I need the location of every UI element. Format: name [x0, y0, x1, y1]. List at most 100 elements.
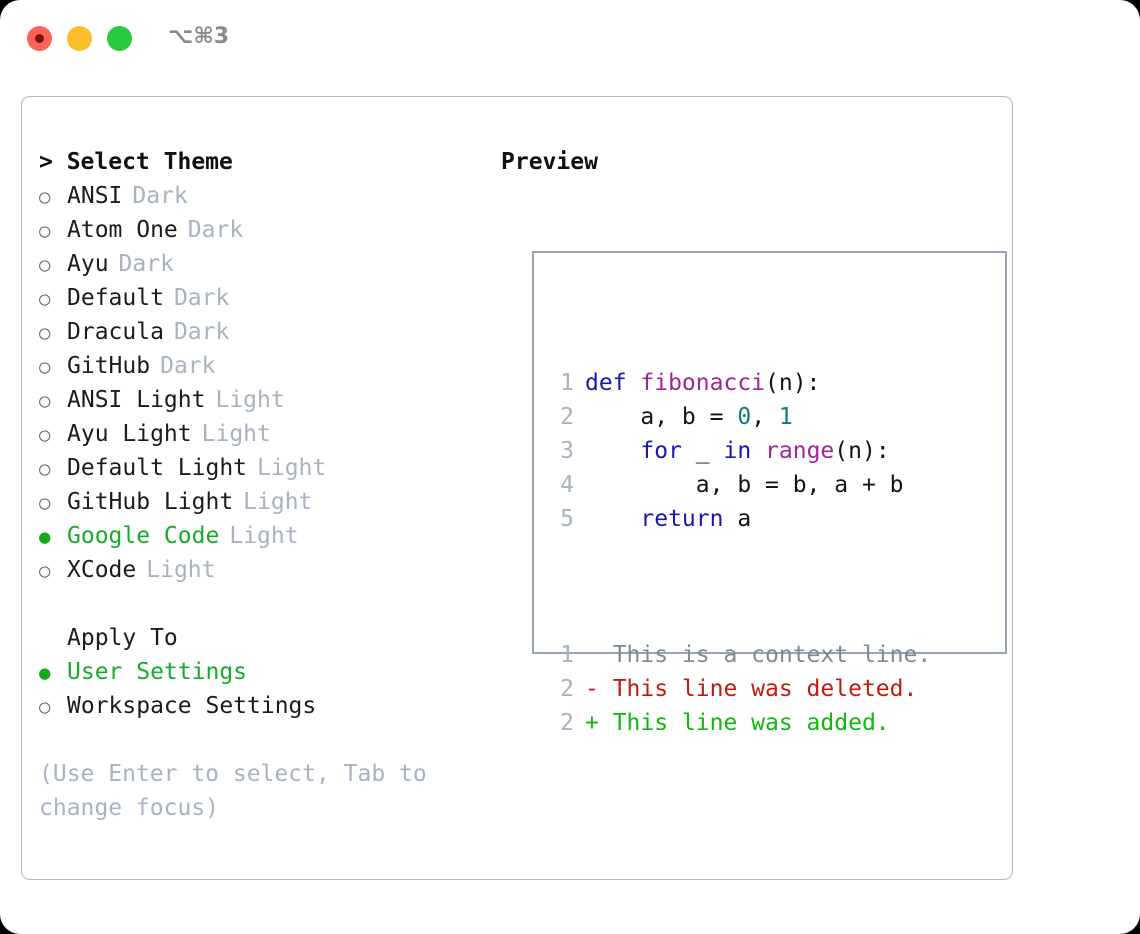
maximize-button[interactable] — [107, 26, 132, 51]
radio-unselected-icon: ○ — [39, 696, 51, 718]
diff-line-text-ctx: This is a context line. — [585, 642, 932, 668]
traffic-lights — [27, 26, 132, 51]
code-line-text: a, b = b, a + b — [585, 468, 904, 502]
radio-unselected-icon: ○ — [39, 356, 51, 378]
preview-title: Preview — [501, 149, 598, 175]
code-token-kw: return — [640, 506, 724, 532]
theme-kind-label: Dark — [132, 183, 188, 209]
minimize-button[interactable] — [67, 26, 92, 51]
code-token-fn: range — [765, 438, 835, 464]
theme-name: Ayu — [67, 251, 109, 277]
radio-selected-icon: ● — [39, 662, 51, 684]
code-token-kw: def — [585, 370, 641, 396]
theme-list-item[interactable]: ● Google Code Light — [39, 519, 479, 553]
code-token-plain: a — [723, 506, 752, 532]
code-token-plain: (n): — [765, 370, 821, 396]
radio-unselected-icon: ○ — [39, 220, 51, 242]
apply-to-header: Apply To — [67, 625, 178, 651]
theme-list-item[interactable]: ○ GitHub Dark — [39, 349, 479, 383]
radio-unselected-icon: ○ — [39, 458, 51, 480]
theme-list-item[interactable]: ○ ANSI Light Light — [39, 383, 479, 417]
theme-list-item[interactable]: ○ Ayu Light Light — [39, 417, 479, 451]
line-number: 1 — [560, 642, 574, 668]
radio-unselected-icon: ○ — [39, 424, 51, 446]
apply-to-list[interactable]: ●User Settings ○ Workspace Settings — [39, 655, 479, 723]
theme-list-item[interactable]: ○ Ayu Dark — [39, 247, 479, 281]
theme-name: Ayu Light — [67, 421, 192, 447]
code-token-plain: a, b = — [585, 404, 738, 430]
line-number: 1 — [560, 370, 574, 396]
diff-line: 1 This is a context line. — [552, 638, 931, 672]
apply-to-option[interactable]: ●User Settings — [39, 655, 479, 689]
keyboard-shortcut-label: ⌥⌘3 — [168, 24, 230, 49]
code-token-plain: a, b = b, a + b — [585, 472, 904, 498]
code-token-plain — [751, 438, 765, 464]
diff-line: 2 - This line was deleted. — [552, 672, 931, 706]
page-title: > Select Theme — [39, 149, 233, 175]
close-button[interactable] — [27, 26, 52, 51]
code-token-fn: fibonacci — [640, 370, 766, 396]
radio-selected-icon: ● — [39, 526, 51, 548]
code-line: 5 return a — [552, 502, 931, 536]
line-number: 4 — [560, 472, 574, 498]
theme-name: Google Code — [67, 523, 220, 549]
diff-line-text-add: + This line was added. — [585, 710, 890, 736]
code-line-text: return a — [585, 502, 751, 536]
code-token-kw: in — [723, 438, 752, 464]
code-line-text: for _ in range(n): — [585, 434, 890, 468]
theme-name: GitHub Light — [67, 489, 234, 515]
radio-unselected-icon: ○ — [39, 186, 51, 208]
theme-kind-label: Light — [229, 523, 299, 549]
code-token-plain: _ — [681, 438, 724, 464]
code-token-num: 0 — [737, 404, 752, 430]
code-token-kw: for — [640, 438, 682, 464]
diff-block: 1 This is a context line. 2 - This line wa… — [552, 638, 931, 740]
theme-kind-label: Light — [201, 421, 271, 447]
theme-kind-label: Dark — [160, 353, 216, 379]
radio-unselected-icon: ○ — [39, 560, 51, 582]
code-token-plain — [585, 438, 640, 464]
code-token-plain: , — [751, 404, 779, 430]
code-line-text: a, b = 0, 1 — [585, 400, 792, 434]
theme-name: ANSI Light — [67, 387, 206, 413]
radio-unselected-icon: ○ — [39, 390, 51, 412]
code-line: 1 def fibonacci(n): — [552, 366, 931, 400]
theme-name: Default — [67, 285, 164, 311]
code-line: 2 a, b = 0, 1 — [552, 400, 931, 434]
radio-unselected-icon: ○ — [39, 492, 51, 514]
line-number: 2 — [560, 676, 574, 702]
code-line-text: def fibonacci(n): — [585, 366, 820, 400]
apply-to-label: Workspace Settings — [67, 693, 317, 719]
line-number: 2 — [560, 404, 574, 430]
diff-line: 2 + This line was added. — [552, 706, 931, 740]
apply-to-option[interactable]: ○ Workspace Settings — [39, 689, 479, 723]
radio-unselected-icon: ○ — [39, 254, 51, 276]
radio-unselected-icon: ○ — [39, 322, 51, 344]
diff-line-text-del: - This line was deleted. — [585, 676, 918, 702]
list-gap — [39, 587, 479, 621]
code-line: 3 for _ in range(n): — [552, 434, 931, 468]
line-number: 2 — [560, 710, 574, 736]
line-number: 3 — [560, 438, 574, 464]
keyboard-hint: (Use Enter to select, Tab to change focu… — [39, 761, 427, 821]
theme-name: GitHub — [67, 353, 151, 379]
theme-kind-label: Light — [215, 387, 285, 413]
theme-kind-label: Dark — [118, 251, 174, 277]
code-token-plain: (n): — [834, 438, 890, 464]
theme-kind-label: Dark — [173, 285, 230, 311]
theme-name: Atom One — [67, 217, 178, 243]
